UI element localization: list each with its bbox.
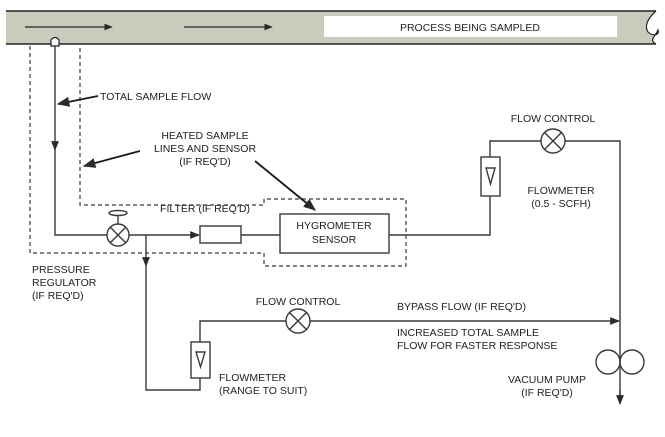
total-sample-flow-label: TOTAL SAMPLE FLOW (100, 91, 211, 103)
increased-flow-label-2: FLOW FOR FASTER RESPONSE (397, 340, 557, 352)
sensor-outlet-line (389, 196, 491, 236)
increased-flow-label-1: INCREASED TOTAL SAMPLE (397, 327, 539, 339)
pressure-regulator-valve-icon (106, 209, 130, 247)
flowmeter-bottom-float-icon (195, 351, 206, 370)
vacuum-pump-label-1: VACUUM PUMP (508, 374, 586, 386)
vacuum-pump-icon (595, 349, 645, 375)
flowmeter-bottom (190, 341, 211, 379)
line-to-flow-control-bottom (199, 320, 286, 342)
exhaust-line (565, 140, 621, 395)
process-pipe: PROCESS BEING SAMPLED (6, 10, 659, 45)
hygrometer-label-1: HYGROMETER (296, 220, 372, 232)
flowmeter-top-float-icon (485, 167, 496, 187)
bypass-line (145, 266, 201, 391)
flow-control-bottom-valve-icon (285, 308, 311, 334)
heated-lines-label-2: LINES AND SENSOR (154, 143, 257, 155)
flow-control-top-valve-icon (540, 128, 566, 154)
flowmeter-top-label-2: (0.5 - SCFH) (531, 198, 591, 210)
heated-lines-leader-right (254, 160, 316, 211)
flow-control-top-label: FLOW CONTROL (511, 113, 596, 125)
heated-zone-outline (29, 46, 407, 267)
heated-lines-label-1: HEATED SAMPLE (161, 130, 248, 142)
flowmeter-top-label-1: FLOWMETER (527, 185, 594, 197)
pressure-regulator-label-1: PRESSURE (32, 264, 90, 276)
hygrometer-sensor-box (279, 213, 390, 254)
pipe-break-icon (645, 10, 659, 45)
flowmeter-top (480, 156, 501, 197)
total-flow-leader (56, 95, 99, 107)
heated-lines-label-3: (IF REQ'D) (179, 156, 231, 168)
filter-element (199, 225, 242, 244)
flow-control-bottom-label: FLOW CONTROL (256, 296, 341, 308)
pressure-regulator-label-3: (IF REQ'D) (32, 290, 84, 302)
line-to-flow-control-top (489, 140, 541, 157)
pipe-label: PROCESS BEING SAMPLED (400, 22, 540, 34)
flowmeter-bottom-label-1: FLOWMETER (219, 372, 286, 384)
bypass-flow-label: BYPASS FLOW (IF REQ'D) (397, 301, 526, 313)
sample-probe-icon (50, 36, 60, 47)
hygrometer-label-2: SENSOR (312, 234, 357, 246)
heated-lines-leader-left (82, 150, 141, 168)
flowmeter-bottom-label-2: (RANGE TO SUIT) (219, 385, 307, 397)
pressure-regulator-label-2: REGULATOR (32, 277, 97, 289)
sample-line (54, 150, 108, 236)
pipe-label-box (324, 16, 617, 37)
vacuum-pump-label-2: (IF REQ'D) (521, 387, 573, 399)
filter-label: FILTER (IF REQ'D) (160, 203, 250, 215)
